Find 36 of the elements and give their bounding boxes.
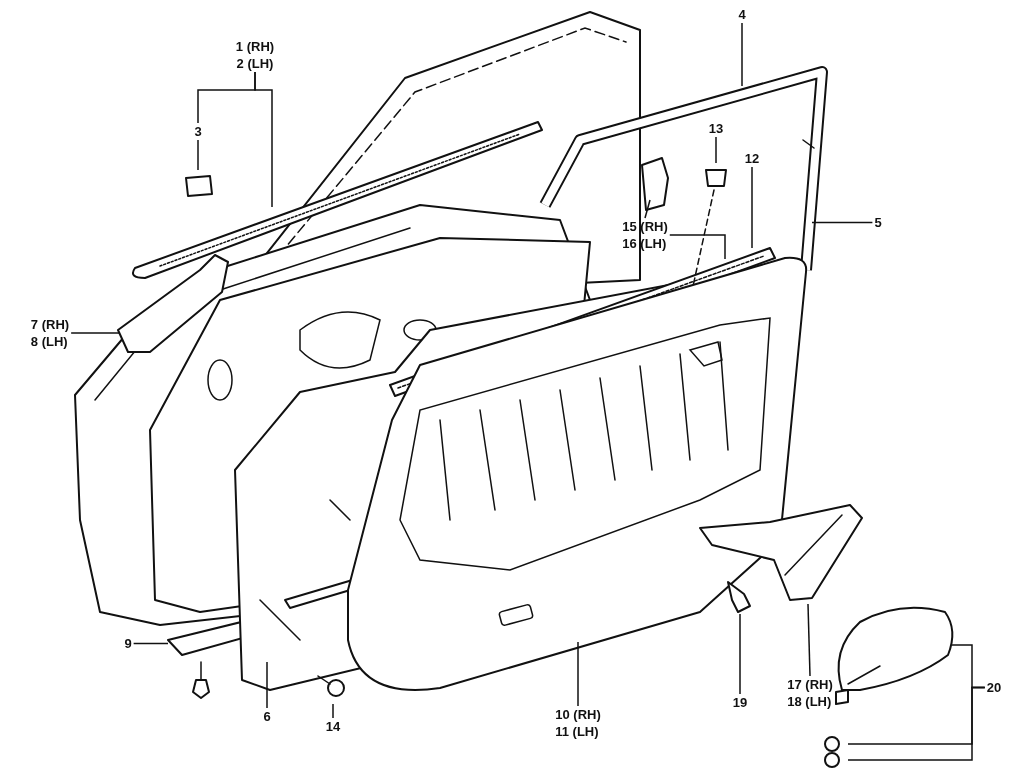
leader-line [715,136,717,164]
callout-number: 16 (LH) [621,235,668,252]
callout-number: 14 [324,718,342,735]
leader-line [577,641,579,707]
leader-line [811,221,874,224]
callout-number: 13 [707,120,725,137]
leader-line [807,603,811,677]
leader-line [739,613,741,695]
callout-number: 11 (LH) [554,723,600,740]
leader-line [669,234,726,260]
leader-line [266,661,268,709]
leader-line [644,199,651,219]
callout-number: 17 (RH) [786,676,834,693]
leader-line [847,686,986,761]
callout-number: 7 (RH) [29,316,71,333]
leader-line [70,332,121,334]
callout-number: 2 (LH) [235,55,275,72]
callout-number: 12 [743,150,761,167]
callout-number: 10 (RH) [554,706,602,723]
callout-number: 5 [873,214,883,231]
leader-line [132,642,169,645]
leader-line [751,166,753,249]
leader-line [741,22,743,87]
leader-line [332,703,334,719]
callout-number: 9 [123,635,133,652]
callout-number: 20 [985,679,1003,696]
leader-line [197,71,256,124]
callout-number: 6 [262,708,272,725]
callout-number: 8 (LH) [29,333,69,350]
callout-number: 15 (RH) [621,218,669,235]
callout-number: 4 [737,6,747,23]
callout-number: 19 [731,694,749,711]
leader-line [197,139,199,171]
callout-number: 18 (LH) [786,693,833,710]
callout-number: 1 (RH) [234,38,276,55]
callout-number: 3 [193,123,203,140]
